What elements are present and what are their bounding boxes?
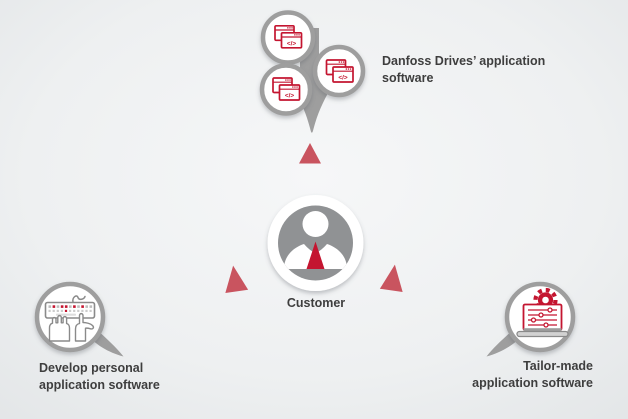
code-window-icon: </>: [325, 59, 354, 83]
code-glyph: </>: [285, 93, 295, 100]
slider-lines: [528, 307, 557, 328]
right-hand-shape: [74, 312, 95, 342]
person-icon: [284, 211, 347, 269]
customer-label: Customer: [286, 296, 346, 310]
monitor-bottom-bar: [523, 328, 562, 332]
triangle-up-left: [225, 265, 249, 293]
gear-sliders-monitor-icon: [516, 287, 569, 338]
code-window-icon: </>: [272, 77, 301, 101]
triangle-up-top: [299, 143, 321, 164]
develop-personal-label: Develop personal application software: [39, 361, 160, 392]
monitor-base: [516, 330, 569, 338]
develop-personal-bubble: [34, 281, 124, 357]
keyboard-hands-icon: [44, 295, 96, 342]
code-glyph: </>: [338, 75, 348, 82]
tailor-made-label: Tailor-made application software: [472, 359, 593, 390]
code-window-icon: </>: [274, 24, 303, 49]
tie-shape: [306, 241, 325, 269]
customer-badge: [267, 195, 364, 291]
danfoss-software-label: Danfoss Drives’ application software: [382, 54, 546, 85]
triangle-up-right: [379, 264, 403, 292]
tailor-made-bubble: [486, 281, 576, 357]
monitor-screen: [522, 303, 563, 331]
code-glyph: </>: [287, 40, 297, 47]
left-hand-shape: [48, 314, 71, 342]
danfoss-software-pin: </> </> </>: [259, 10, 366, 133]
